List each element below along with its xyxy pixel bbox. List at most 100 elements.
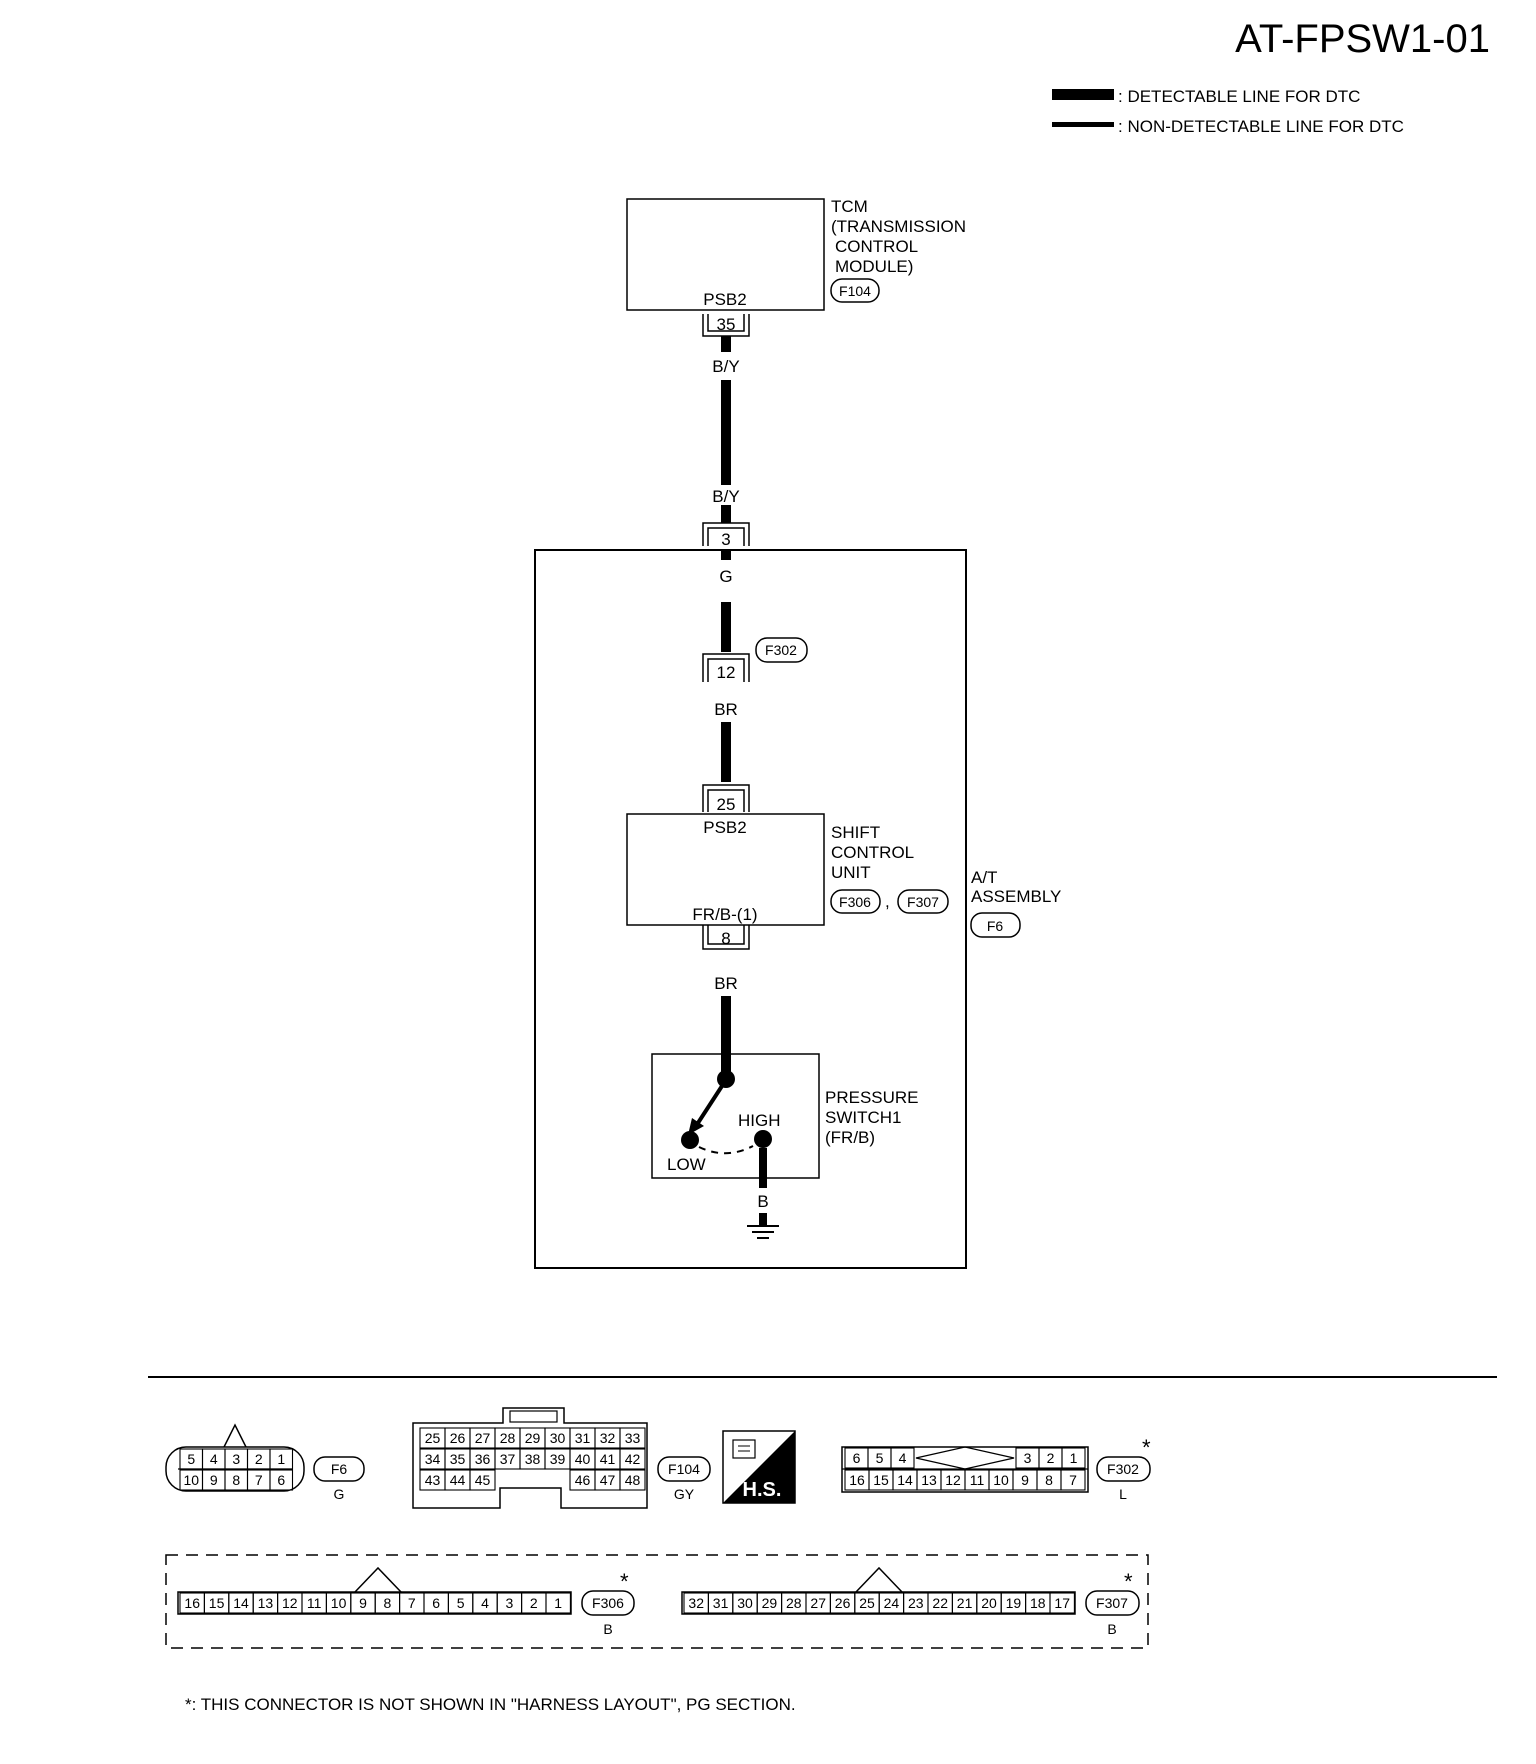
f6-pin-6: 6 bbox=[277, 1472, 285, 1488]
f307-star: * bbox=[1124, 1569, 1133, 1594]
f104-pin-30: 30 bbox=[550, 1430, 566, 1446]
shift-control-unit: 25 PSB2 FR/B-(1) SHIFT CONTROL UNIT F306… bbox=[626, 784, 949, 950]
f302-cell-box bbox=[1060, 1469, 1086, 1491]
f104-cell-box bbox=[619, 1448, 646, 1470]
f104-badge bbox=[657, 1456, 711, 1482]
tcm-connector-badge bbox=[830, 278, 880, 303]
scu-connector-badge-1 bbox=[830, 889, 881, 914]
wire-br-top bbox=[721, 722, 731, 782]
f307-pin-32: 32 bbox=[688, 1595, 704, 1611]
f306-pin-16: 16 bbox=[184, 1595, 200, 1611]
f104-pin-27: 27 bbox=[475, 1430, 491, 1446]
f6-pin-1: 1 bbox=[277, 1451, 285, 1467]
f302-pin-10: 10 bbox=[993, 1472, 1009, 1488]
f6-pin-4: 4 bbox=[210, 1451, 218, 1467]
hs-label: H.S. bbox=[743, 1479, 782, 1501]
scu-top-terminal-name: PSB2 bbox=[703, 818, 746, 837]
f306-pin-7: 7 bbox=[408, 1595, 416, 1611]
f104-id: F104 bbox=[668, 1461, 700, 1477]
f306-f307-group-box bbox=[165, 1554, 1149, 1649]
f302-pin-1: 1 bbox=[1070, 1450, 1078, 1466]
f6-pin-2: 2 bbox=[255, 1451, 263, 1467]
f307-cell-box bbox=[1049, 1592, 1075, 1614]
diagram-title: AT-FPSW1-01 bbox=[1235, 17, 1490, 61]
f307-pin-28: 28 bbox=[786, 1595, 802, 1611]
scu-label-2: CONTROL bbox=[831, 843, 914, 862]
f6-pin-3: 3 bbox=[232, 1451, 240, 1467]
f104-pin-39: 39 bbox=[550, 1451, 566, 1467]
tcm-label-line-2: (TRANSMISSION bbox=[831, 217, 966, 236]
switch-low-terminal bbox=[681, 1131, 699, 1149]
f302-link-id: F302 bbox=[765, 642, 797, 658]
f302-pin-13: 13 bbox=[921, 1472, 937, 1488]
f6-pin-8: 8 bbox=[232, 1472, 240, 1488]
f306-pin-12: 12 bbox=[282, 1595, 298, 1611]
scu-connector-id-2: F307 bbox=[907, 894, 939, 910]
at-assembly-connector-id: F6 bbox=[987, 918, 1004, 934]
f306-pin-13: 13 bbox=[258, 1595, 274, 1611]
f104-pin-31: 31 bbox=[575, 1430, 591, 1446]
f306-pin-8: 8 bbox=[384, 1595, 392, 1611]
f307-pin-25: 25 bbox=[859, 1595, 875, 1611]
pressure-switch-box bbox=[651, 1053, 820, 1179]
f302-pin-11: 11 bbox=[970, 1472, 985, 1488]
f306-pin-2: 2 bbox=[530, 1595, 538, 1611]
f306-pin-15: 15 bbox=[209, 1595, 225, 1611]
f307-id: F307 bbox=[1096, 1595, 1128, 1611]
f307-pin-31: 31 bbox=[713, 1595, 729, 1611]
f307-pin-27: 27 bbox=[810, 1595, 826, 1611]
wire-b bbox=[759, 1148, 767, 1188]
f104-pin-40: 40 bbox=[575, 1451, 591, 1467]
f104-pin-34: 34 bbox=[425, 1451, 441, 1467]
wire-b-y: B/Y B/Y bbox=[712, 336, 740, 523]
f104-pin-28: 28 bbox=[500, 1430, 516, 1446]
f302-badge bbox=[1096, 1456, 1151, 1482]
f104-pin-32: 32 bbox=[600, 1430, 616, 1446]
legend-non-detectable-line bbox=[1052, 122, 1114, 127]
scu-label-3: UNIT bbox=[831, 863, 871, 882]
legend-non-detectable-text: : NON-DETECTABLE LINE FOR DTC bbox=[1118, 117, 1404, 136]
f306-cell-box bbox=[545, 1592, 571, 1614]
ground-icon bbox=[747, 1225, 779, 1239]
f6-pin-9: 9 bbox=[210, 1472, 218, 1488]
switch-common-terminal bbox=[717, 1070, 735, 1088]
f104-cell-box bbox=[619, 1427, 646, 1449]
pressure-switch: LOW HIGH PRESSURE SWITCH1 (FR/B) B bbox=[651, 1053, 919, 1239]
f307-pin-19: 19 bbox=[1006, 1595, 1022, 1611]
f302-pin-6: 6 bbox=[853, 1450, 861, 1466]
f104-pin-35: 35 bbox=[450, 1451, 466, 1467]
f306-color: B bbox=[603, 1621, 612, 1637]
wire-label-br-top: BR bbox=[714, 700, 738, 719]
f104-pin-41: 41 bbox=[600, 1451, 616, 1467]
f104-pin-44: 44 bbox=[450, 1472, 466, 1488]
tcm-pin: 35 bbox=[717, 315, 736, 334]
f104-pin-26: 26 bbox=[450, 1430, 466, 1446]
tcm-block: TCM (TRANSMISSION CONTROL MODULE) F104 P… bbox=[626, 197, 966, 337]
f104-cell-box bbox=[619, 1469, 646, 1491]
f104-pin-36: 36 bbox=[475, 1451, 491, 1467]
f302-key-icon bbox=[915, 1446, 1015, 1470]
f6-cell-box bbox=[269, 1469, 294, 1491]
f307-pin-22: 22 bbox=[932, 1595, 948, 1611]
pressure-switch-label-2: SWITCH1 bbox=[825, 1108, 902, 1127]
wire-label-br-bottom: BR bbox=[714, 974, 738, 993]
switch-high-label: HIGH bbox=[738, 1111, 781, 1130]
f302-pin-4: 4 bbox=[899, 1450, 907, 1466]
f302-pin-15: 15 bbox=[873, 1472, 889, 1488]
f307-pin-30: 30 bbox=[737, 1595, 753, 1611]
scu-box bbox=[626, 813, 825, 926]
wire-br-bottom bbox=[721, 996, 731, 1080]
f302-id: F302 bbox=[1107, 1461, 1139, 1477]
f307-key-icon bbox=[855, 1566, 903, 1593]
f302-cell-box bbox=[890, 1447, 915, 1469]
f104-pin-43: 43 bbox=[425, 1472, 441, 1488]
at-assembly-label-1: A/T bbox=[971, 868, 997, 887]
at-assembly-box bbox=[534, 549, 967, 1269]
at-assembly-connector-badge bbox=[970, 912, 1021, 938]
switch-high-terminal bbox=[754, 1130, 772, 1148]
f104-color: GY bbox=[674, 1486, 695, 1502]
